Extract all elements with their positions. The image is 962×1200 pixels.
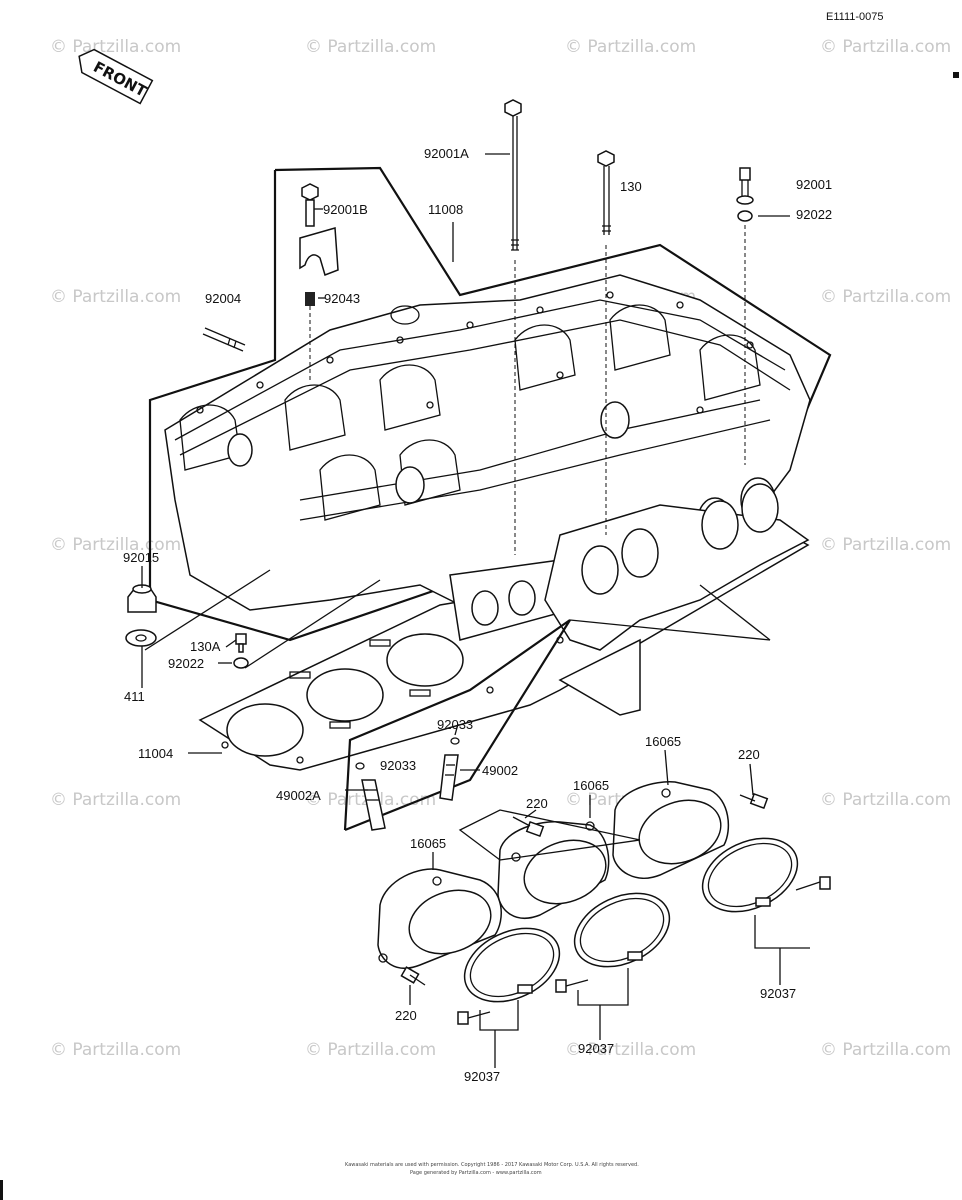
- label-92001B: 92001B: [323, 202, 368, 217]
- label-92022-top: 92022: [796, 207, 832, 222]
- screw-220-bottom: [400, 966, 426, 986]
- label-92043: 92043: [324, 291, 360, 306]
- label-220-c: 220: [395, 1008, 417, 1023]
- bolt-92001A: [504, 99, 522, 555]
- carburetor-holder-center: [497, 821, 610, 919]
- screw-220-top: [739, 792, 769, 810]
- part-labels: 92001A 130 92001 92022 92001B 11008 9200…: [123, 146, 832, 1084]
- nut-92015: [127, 584, 157, 613]
- watermark: © Partzilla.com: [50, 1040, 181, 1060]
- label-411: 411: [124, 689, 145, 704]
- label-49002A: 49002A: [276, 788, 321, 803]
- watermark: © Partzilla.com: [820, 287, 951, 307]
- clamp-leaders: [479, 915, 810, 1068]
- label-92022-left: 92022: [168, 656, 204, 671]
- washer-411: [125, 629, 157, 647]
- label-49002: 49002: [482, 763, 518, 778]
- upper-gasket-hole: [741, 483, 779, 533]
- copyright-line: Kawasaki materials are used with permiss…: [345, 1162, 639, 1168]
- label-220-a: 220: [738, 747, 760, 762]
- label-92004: 92004: [205, 291, 241, 306]
- watermark: © Partzilla.com: [50, 37, 181, 57]
- bolt-92001B: [299, 183, 339, 380]
- clamp-screw: [795, 876, 831, 891]
- bolt-130A: [235, 633, 247, 653]
- label-11008: 11008: [428, 202, 463, 217]
- clamp-screw: [555, 979, 589, 993]
- label-92033-a: 92033: [437, 717, 473, 732]
- upper-gasket-hole: [701, 500, 739, 550]
- screw-220-center: [512, 816, 545, 838]
- washer-411-hole: [135, 634, 147, 642]
- label-92015: 92015: [123, 550, 159, 565]
- reference-code: E1111-0075: [826, 11, 884, 23]
- label-130A: 130A: [190, 639, 221, 654]
- watermark: © Partzilla.com: [50, 287, 181, 307]
- upper-gasket-hole: [621, 528, 659, 578]
- circlip-92033: [450, 737, 460, 745]
- edge-mark: [0, 1180, 3, 1200]
- label-16065-c: 16065: [410, 836, 446, 851]
- label-92037-c: 92037: [464, 1069, 500, 1084]
- watermark: © Partzilla.com: [50, 790, 181, 810]
- clamp-screw: [457, 1011, 491, 1025]
- washer-92022: [737, 210, 753, 222]
- label-92037-a: 92037: [760, 986, 796, 1001]
- label-16065-b: 16065: [573, 778, 609, 793]
- watermark: © Partzilla.com: [565, 1040, 696, 1060]
- stud-92004: [202, 327, 246, 352]
- label-11004: 11004: [138, 746, 173, 761]
- leader-line: [144, 569, 271, 651]
- bolt-130: [597, 150, 615, 535]
- watermark: © Partzilla.com: [820, 37, 951, 57]
- label-92001: 92001: [796, 177, 832, 192]
- washer-92022-left: [233, 657, 249, 669]
- watermark: © Partzilla.com: [305, 1040, 436, 1060]
- label-92033-b: 92033: [380, 758, 416, 773]
- label-16065-a: 16065: [645, 734, 681, 749]
- label-92037-b: 92037: [578, 1041, 614, 1056]
- corner-mark: [953, 72, 959, 78]
- label-leaders: [141, 153, 790, 1005]
- carburetor-holder-right: [612, 781, 730, 879]
- label-92001A: 92001A: [424, 146, 469, 161]
- watermark: © Partzilla.com: [50, 535, 181, 555]
- label-130: 130: [620, 179, 642, 194]
- leader-line: [244, 579, 381, 669]
- upper-gasket-hole: [581, 545, 619, 595]
- watermark: © Partzilla.com: [820, 535, 951, 555]
- watermark: © Partzilla.com: [565, 37, 696, 57]
- clamp-right: [701, 837, 799, 913]
- copyright-line: Page generated by Partzilla.com - www.pa…: [410, 1170, 542, 1176]
- watermark: © Partzilla.com: [820, 1040, 951, 1060]
- clamp-left: [463, 927, 561, 1003]
- circlip-92033: [355, 762, 365, 770]
- leader-line: [569, 619, 771, 641]
- watermark: © Partzilla.com: [305, 37, 436, 57]
- bolt-92001: [736, 167, 754, 465]
- valve-guide-49002: [439, 754, 459, 801]
- leader-line: [699, 584, 771, 641]
- label-220-b: 220: [526, 796, 548, 811]
- holder-bracket-outline: [458, 809, 641, 861]
- carburetor-holder-left: [377, 868, 502, 969]
- clamp-center: [573, 892, 671, 968]
- watermark: © Partzilla.com: [820, 790, 951, 810]
